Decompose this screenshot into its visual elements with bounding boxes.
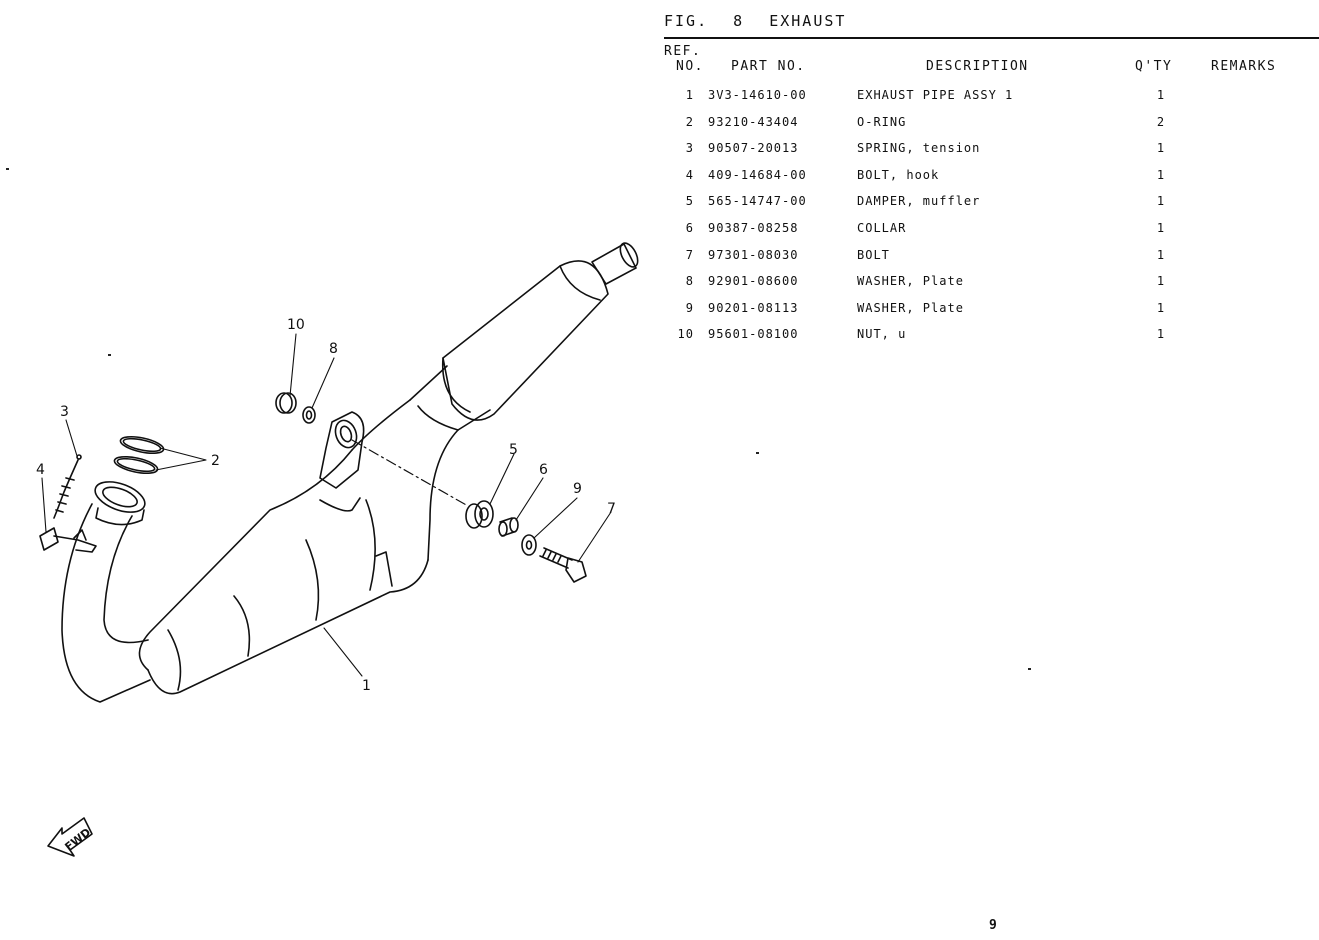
cell-part-no: 565-14747-00 (708, 194, 807, 209)
cell-description: DAMPER, muffler (857, 194, 981, 209)
cell-qty: 1 (1156, 88, 1166, 102)
mid-pipe (351, 365, 491, 561)
muffler-tailpipe (591, 242, 639, 285)
nut-and-washer (275, 392, 316, 424)
scan-speck (756, 452, 759, 454)
cell-ref: 1 (685, 88, 694, 102)
cell-description: WASHER, Plate (857, 274, 964, 289)
cell-ref: 3 (685, 141, 694, 156)
tension-spring (53, 454, 82, 519)
cell-part-no: 93210-43404 (708, 114, 799, 129)
cell-part-no: 97301-08030 (708, 247, 799, 262)
callout-7: 7 (607, 501, 616, 517)
assembly-axis-line (351, 439, 469, 507)
header-remarks: REMARKS (1211, 59, 1277, 74)
cell-qty: 1 (1156, 194, 1166, 209)
callout-5: 5 (509, 442, 518, 458)
callout-6: 6 (539, 462, 548, 478)
table-row: 10 95601-08100 NUT, u 1 (664, 325, 1319, 352)
cell-description: WASHER, Plate (857, 300, 964, 315)
cell-part-no: 90387-08258 (708, 220, 799, 235)
cell-qty: 1 (1156, 220, 1166, 235)
damper-collar-bolt (465, 500, 587, 583)
table-row: 8 92901-08600 WASHER, Plate 1 (664, 272, 1319, 299)
table-row: 3 90507-20013 SPRING, tension 1 (664, 139, 1319, 166)
cell-description: O-RING (857, 114, 907, 129)
cell-ref: 2 (685, 114, 694, 129)
cell-description: COLLAR (857, 220, 907, 235)
cell-ref: 6 (685, 220, 694, 235)
cell-qty: 1 (1156, 247, 1166, 262)
callout-9: 9 (573, 481, 582, 497)
cell-qty: 1 (1156, 167, 1166, 182)
cell-part-no: 409-14684-00 (708, 167, 807, 182)
callout-1: 1 (362, 678, 371, 694)
table-row: 1 3V3-14610-00 EXHAUST PIPE ASSY 1 1 (664, 86, 1319, 113)
cell-qty: 1 (1156, 300, 1166, 315)
cell-qty: 1 (1156, 327, 1166, 342)
mounting-bracket (319, 411, 365, 489)
table-row: 7 97301-08030 BOLT 1 (664, 246, 1319, 273)
title-rule (664, 37, 1319, 39)
expansion-chamber (138, 449, 429, 695)
page-number: 9 (989, 918, 997, 933)
silencer-body (441, 260, 609, 421)
cell-description: EXHAUST PIPE ASSY 1 (857, 88, 1014, 102)
cell-qty: 1 (1156, 274, 1166, 289)
table-row: 6 90387-08258 COLLAR 1 (664, 219, 1319, 246)
hook-bolt (39, 527, 97, 553)
cell-ref: 10 (677, 327, 694, 342)
cell-ref: 8 (685, 274, 694, 289)
header-description: DESCRIPTION (926, 59, 1029, 74)
exhaust-assembly-drawing: 1 2 3 4 5 6 7 8 9 10 FWD (36, 242, 639, 857)
figure-name: EXHAUST (769, 12, 847, 30)
exhaust-diagram: 1 2 3 4 5 6 7 8 9 10 FWD (36, 242, 639, 857)
cell-ref: 9 (685, 300, 694, 315)
cell-part-no: 90507-20013 (708, 141, 799, 156)
cell-description: SPRING, tension (857, 141, 981, 156)
table-row: 5 565-14747-00 DAMPER, muffler 1 (664, 192, 1319, 219)
header-part-no: PART NO. (731, 59, 806, 74)
cell-ref: 5 (685, 194, 694, 209)
cell-description: BOLT, hook (857, 167, 940, 182)
callout-4: 4 (36, 462, 45, 478)
header-qty: Q'TY (1135, 59, 1173, 74)
o-rings (113, 435, 165, 475)
cell-part-no: 3V3-14610-00 (708, 88, 807, 102)
cell-qty: 2 (1156, 114, 1166, 129)
cell-part-no: 92901-08600 (708, 274, 799, 289)
cell-part-no: 90201-08113 (708, 300, 799, 315)
table-row: 4 409-14684-00 BOLT, hook 1 (664, 166, 1319, 193)
fwd-arrow-icon: FWD (47, 817, 93, 857)
figure-label: FIG. (664, 12, 709, 30)
table-row: 9 90201-08113 WASHER, Plate 1 (664, 299, 1319, 326)
table-row: 2 93210-43404 O-RING 2 (664, 113, 1319, 140)
cell-qty: 1 (1156, 141, 1166, 156)
header-ref-line2: NO. (676, 59, 704, 74)
scan-speck (108, 354, 111, 356)
cell-description: BOLT (857, 247, 890, 262)
scan-speck (6, 168, 9, 170)
cell-ref: 7 (685, 247, 694, 262)
cell-part-no: 95601-08100 (708, 327, 799, 342)
callout-3: 3 (60, 404, 69, 420)
leader-lines (41, 333, 612, 677)
cell-description: NUT, u (857, 327, 907, 342)
callout-10: 10 (287, 317, 305, 333)
callout-2: 2 (211, 453, 220, 469)
header-ref-line1: REF. (664, 44, 702, 59)
scan-speck (1028, 668, 1031, 670)
figure-title: FIG. 8 EXHAUST (664, 12, 860, 30)
figure-number: 8 (733, 12, 745, 30)
parts-table: 1 3V3-14610-00 EXHAUST PIPE ASSY 1 1 2 93210-… (664, 86, 1319, 352)
cell-ref: 4 (685, 167, 694, 182)
callout-8: 8 (329, 341, 338, 357)
header-pipe (61, 481, 151, 703)
